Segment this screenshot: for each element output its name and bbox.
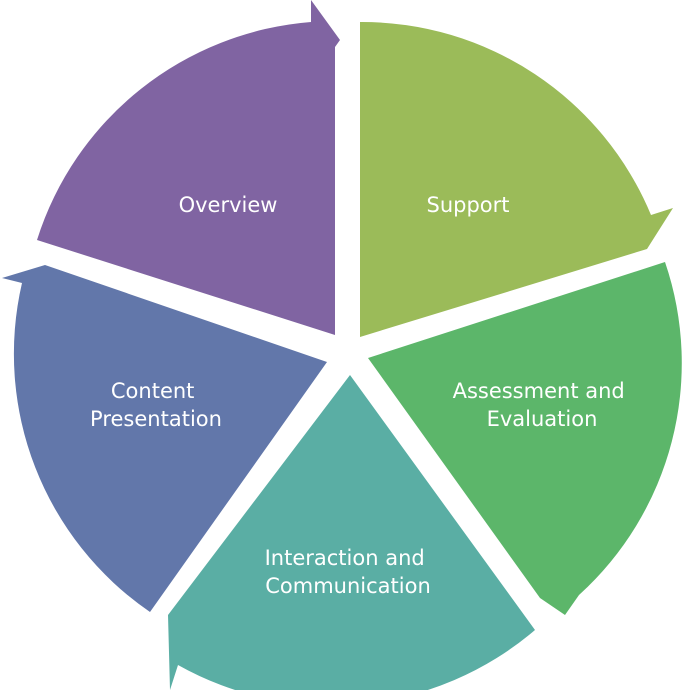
segment-assessment-label: Assessment and Evaluation [453,379,632,431]
segment-interaction: Interaction and Communication [168,375,535,690]
segment-assessment: Assessment and Evaluation [368,262,682,615]
segment-interaction-label: Interaction and Communication [265,546,432,598]
segment-support-shape [360,21,673,338]
segment-support: Support [360,21,673,338]
segment-overview: Overview [37,0,340,335]
segment-assessment-shape [368,262,682,615]
segment-content-label: Content Presentation [90,379,222,431]
segment-content: Content Presentation [2,265,327,612]
segment-overview-shape [37,0,340,335]
segment-overview-label: Overview [179,193,278,217]
segment-interaction-shape [168,375,535,690]
segment-support-label: Support [426,193,509,217]
segment-content-shape [2,265,327,612]
